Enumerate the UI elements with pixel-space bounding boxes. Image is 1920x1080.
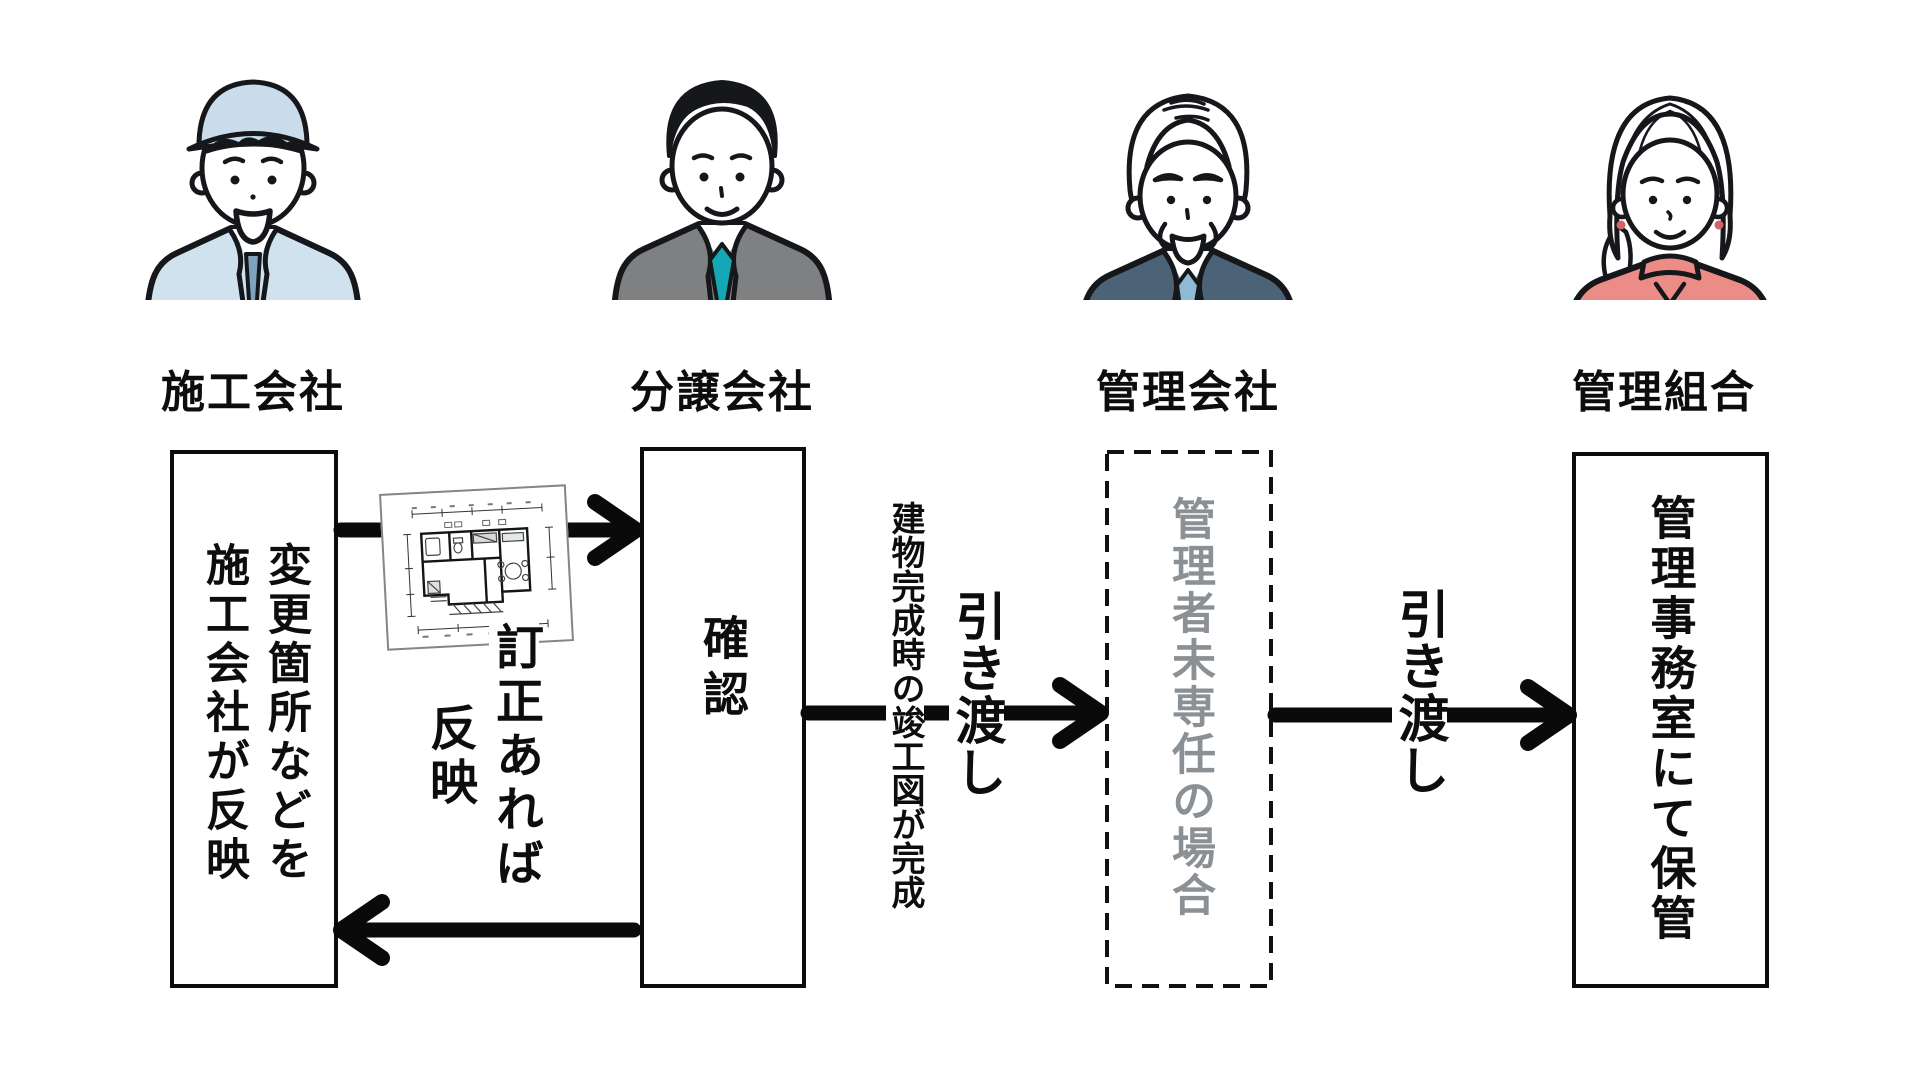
box-construction-text: 変更箇所などを 施工会社が反映 bbox=[199, 542, 310, 885]
person-seller-illustration bbox=[602, 50, 842, 315]
person-manager-illustration bbox=[1068, 50, 1308, 341]
annotation-handover-2: 引き渡し bbox=[1391, 586, 1448, 798]
annotation-revision-line2: 反映 bbox=[422, 701, 475, 813]
box-construction: 変更箇所などを 施工会社が反映 bbox=[170, 450, 338, 988]
person-construction-illustration bbox=[133, 50, 373, 319]
annotation-revision-line1: 訂正あれば bbox=[488, 620, 541, 894]
construction-worker-icon bbox=[144, 79, 362, 319]
person-association-illustration bbox=[1550, 50, 1790, 339]
actor-label-management-company: 管理会社 bbox=[1096, 368, 1280, 417]
box-seller: 確認 bbox=[640, 447, 806, 988]
box-association: 管理事務室にて保管 bbox=[1572, 452, 1769, 988]
actor-label-construction: 施工会社 bbox=[161, 368, 345, 417]
annotation-completion-note: 建物完成時の竣工図が完成 bbox=[886, 500, 924, 910]
actor-label-association: 管理組合 bbox=[1572, 368, 1756, 417]
dashed-border bbox=[1105, 450, 1273, 988]
floor-plan-card bbox=[379, 484, 574, 651]
actor-label-seller: 分譲会社 bbox=[630, 368, 814, 417]
box-seller-text: 確認 bbox=[697, 613, 749, 726]
box-association-text: 管理事務室にて保管 bbox=[1644, 494, 1697, 944]
businessman-icon bbox=[611, 80, 833, 315]
box-management-company: 管理者未専任の場合 bbox=[1105, 450, 1273, 988]
woman-icon bbox=[1565, 95, 1775, 339]
arrow-seller-to-construction-return bbox=[333, 894, 642, 966]
senior-businessman-icon bbox=[1077, 93, 1299, 341]
box-management-company-text: 管理者未専任の場合 bbox=[1165, 496, 1214, 919]
annotation-handover-1: 引き渡し bbox=[948, 588, 1005, 800]
